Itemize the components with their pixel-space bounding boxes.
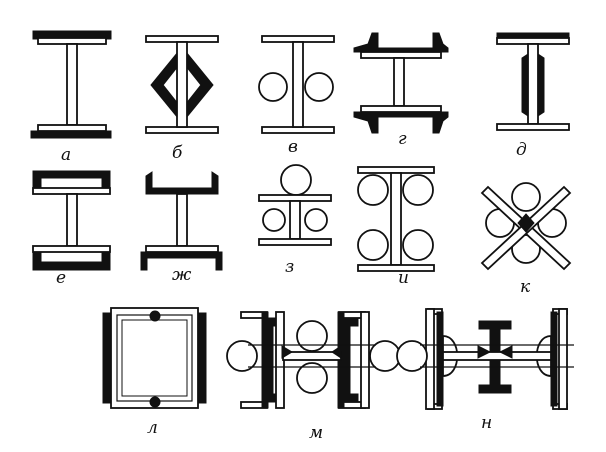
- figure-b: [145, 35, 219, 134]
- figure-zh: [140, 171, 223, 271]
- figure-v: [258, 35, 335, 134]
- label-a: а: [61, 145, 71, 165]
- figure-n: [396, 308, 574, 410]
- label-m: м: [309, 423, 323, 443]
- figure-m: [226, 311, 401, 409]
- figure-l: [102, 307, 207, 409]
- label-zh: ж: [172, 265, 192, 285]
- label-g: г: [398, 129, 407, 149]
- label-z: з: [285, 257, 294, 277]
- label-e: е: [56, 268, 66, 288]
- figure-a: [30, 30, 112, 139]
- label-l: л: [147, 418, 158, 438]
- figure-d: [496, 32, 570, 131]
- figure-z: [258, 164, 332, 246]
- figure-g: [353, 32, 449, 134]
- figure-i: [357, 166, 435, 272]
- label-v: в: [288, 137, 298, 157]
- label-d: д: [516, 140, 527, 160]
- label-k: к: [520, 277, 531, 297]
- figure-e: [32, 170, 111, 271]
- label-n: н: [481, 413, 492, 433]
- label-i: и: [398, 268, 409, 288]
- figure-k: [480, 182, 572, 271]
- label-b: б: [172, 143, 183, 163]
